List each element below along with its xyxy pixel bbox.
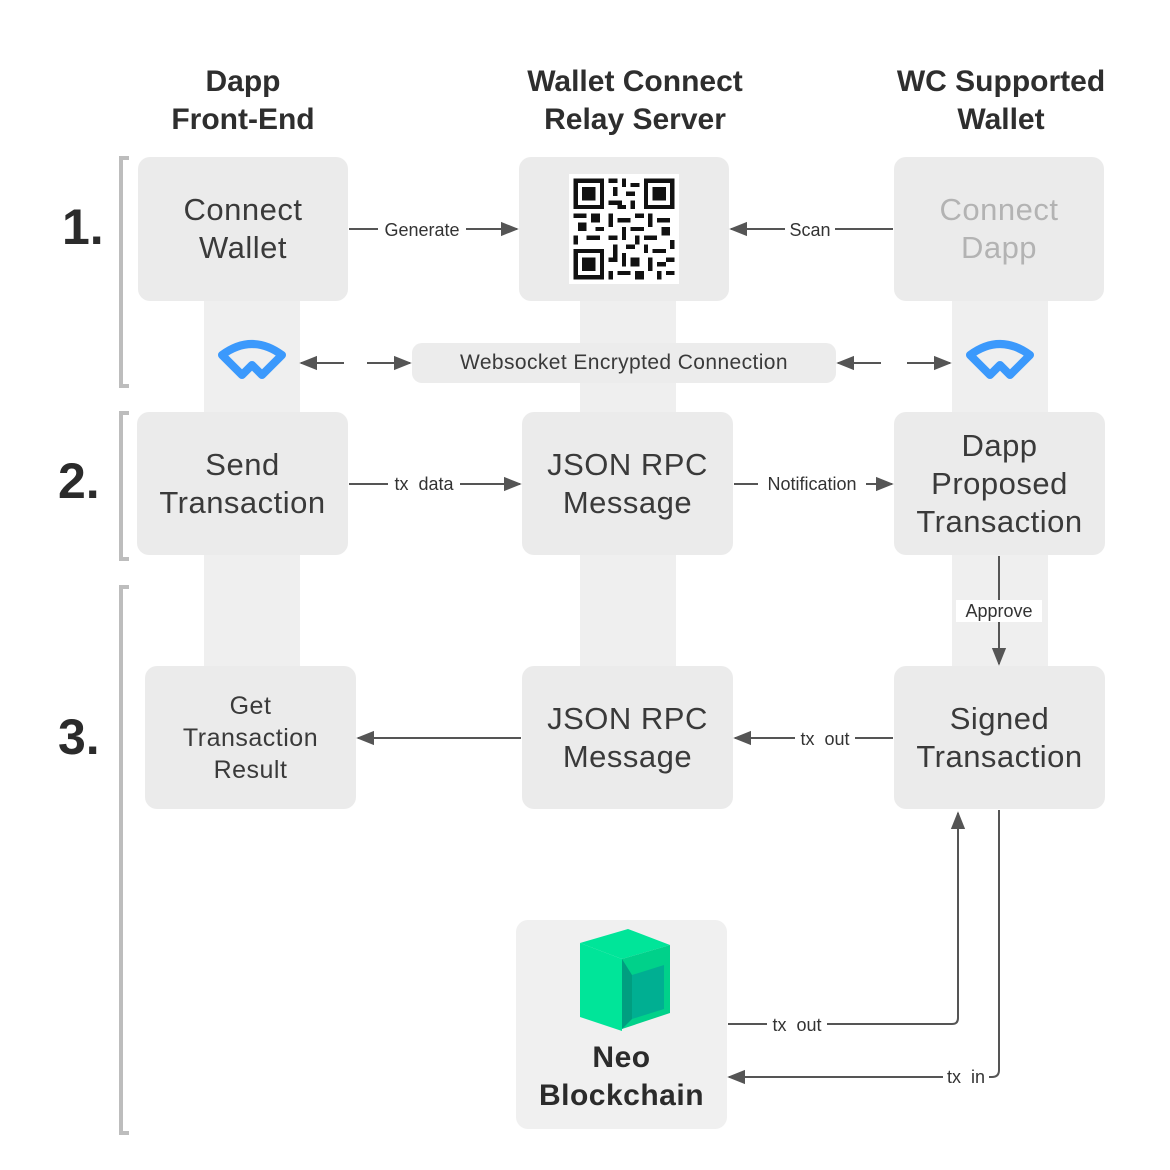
label-tx-in: tx in xyxy=(947,1067,985,1087)
qr-code-icon xyxy=(569,174,679,284)
label-tx-data: tx data xyxy=(394,474,454,494)
step-3-label: 3. xyxy=(58,709,100,765)
step-2-label: 2. xyxy=(58,453,100,509)
neo-logo-icon xyxy=(579,929,670,1031)
signed-transaction-box: Signed Transaction xyxy=(894,666,1105,809)
dapp-proposed-transaction-box: Dapp Proposed Transaction xyxy=(894,412,1105,555)
step-1-label: 1. xyxy=(62,199,104,255)
header-wc-wallet: WC Supported Wallet xyxy=(896,65,1106,136)
step-3-bracket xyxy=(119,585,129,1135)
connect-wallet-box: Connect Wallet xyxy=(138,157,348,301)
json-rpc-message-label-2: JSON RPC Message xyxy=(547,700,708,774)
json-rpc-message-box-2: JSON RPC Message xyxy=(522,666,733,809)
send-transaction-box: Send Transaction xyxy=(137,412,348,555)
get-transaction-result-box: Get Transaction Result xyxy=(145,666,356,809)
label-generate: Generate xyxy=(384,220,459,240)
signed-transaction-label: Signed Transaction xyxy=(916,700,1083,774)
send-transaction-label: Send Transaction xyxy=(159,446,326,520)
json-rpc-message-box-1: JSON RPC Message xyxy=(522,412,733,555)
label-notification: Notification xyxy=(767,474,856,494)
connect-wallet-label: Connect Wallet xyxy=(183,192,303,265)
connect-dapp-label: Connect Dapp xyxy=(939,192,1059,265)
header-relay-server: Wallet Connect Relay Server xyxy=(527,65,743,136)
label-tx-out-1: tx out xyxy=(800,729,849,749)
get-transaction-result-label: Get Transaction Result xyxy=(182,691,319,784)
label-approve: Approve xyxy=(965,601,1032,621)
relay-qr-box xyxy=(519,157,729,301)
step-2-bracket xyxy=(119,411,129,561)
arrow-tx-out-neo xyxy=(728,811,966,1025)
connect-dapp-box: Connect Dapp xyxy=(894,157,1104,301)
walletconnect-icon-wallet xyxy=(966,340,1034,379)
arrow-tx-in-neo xyxy=(727,810,1000,1085)
walletconnect-icon-dapp xyxy=(218,340,286,379)
neo-blockchain-box: Neo Blockchain xyxy=(516,920,727,1129)
websocket-connection-label: Websocket Encrypted Connection xyxy=(412,343,836,383)
label-tx-out-2: tx out xyxy=(772,1015,821,1035)
dapp-proposed-transaction-label: Dapp Proposed Transaction xyxy=(916,427,1083,539)
header-dapp-front-end: Dapp Front-End xyxy=(171,65,315,136)
label-scan: Scan xyxy=(789,220,830,240)
json-rpc-message-label-1: JSON RPC Message xyxy=(547,446,708,520)
neo-blockchain-label: Neo Blockchain xyxy=(538,1041,705,1112)
step-1-bracket xyxy=(119,156,129,388)
